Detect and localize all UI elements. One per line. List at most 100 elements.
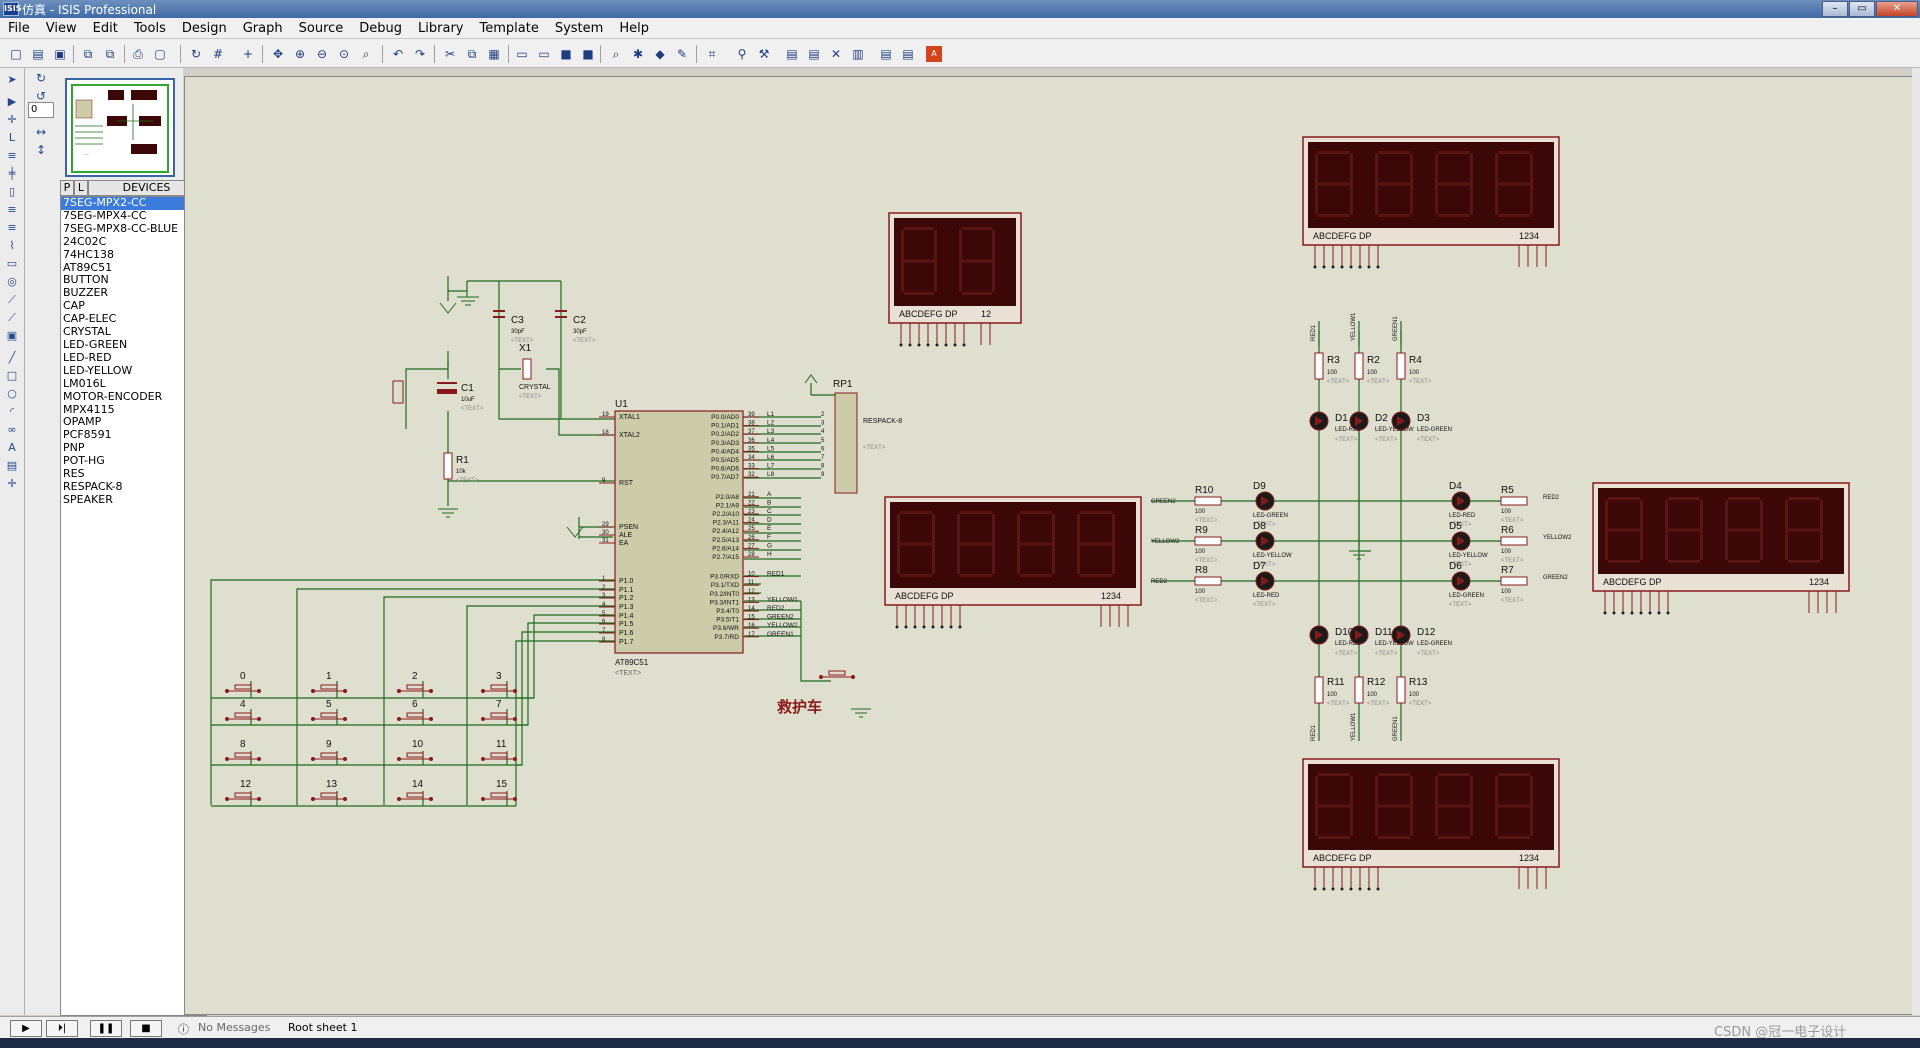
component-mode-icon[interactable]: ▶ (7, 95, 17, 108)
voltage-probe-icon[interactable]: ⟋ (8, 293, 16, 306)
device-item[interactable]: LED-RED (63, 350, 112, 364)
save-icon[interactable]: ▣ (54, 47, 66, 61)
menu-design[interactable]: Design (181, 20, 227, 36)
text-script-icon[interactable]: ≡ (7, 149, 17, 162)
print-icon[interactable]: ⎙ (133, 47, 143, 61)
export-icon[interactable]: ⧉ (105, 47, 115, 61)
maximize-button[interactable]: ▭ (1849, 1, 1875, 17)
ares-icon[interactable]: A (926, 46, 942, 62)
arc-icon[interactable]: ◜ (9, 405, 15, 418)
rotate-clockwise-icon[interactable]: ↻ (35, 71, 47, 85)
device-item[interactable]: RES (63, 467, 85, 481)
library-manager-tab[interactable]: L (74, 180, 88, 196)
pan-icon[interactable]: ✥ (272, 47, 284, 61)
vertical-scrollbar[interactable] (1912, 68, 1920, 1015)
decompose-icon[interactable]: ✎ (676, 47, 688, 61)
menu-edit[interactable]: Edit (92, 20, 118, 36)
device-item-7seg-mpx2-cc[interactable]: 7SEG-MPX2-CC (61, 196, 206, 210)
menu-system[interactable]: System (554, 20, 604, 36)
grid-icon[interactable]: # (212, 47, 224, 61)
device-item[interactable]: AT89C51 (63, 260, 113, 274)
package-tool-icon[interactable]: ◆ (655, 47, 665, 61)
device-item[interactable]: CAP (63, 299, 85, 313)
remove-sheet-icon[interactable]: ✕ (830, 47, 842, 61)
device-item[interactable]: 7SEG-MPX8-CC-BLUE (63, 221, 179, 235)
netlist-icon[interactable]: ▤ (880, 47, 892, 61)
rotation-angle-input[interactable]: 0 (28, 102, 54, 118)
origin-icon[interactable]: + (242, 47, 254, 61)
subcircuit-icon[interactable]: ▯ (8, 185, 16, 198)
block-copy-icon[interactable]: ▭ (516, 47, 528, 61)
tape-recorder-icon[interactable]: ▭ (6, 257, 18, 270)
device-item[interactable]: RESPACK-8 (63, 479, 123, 493)
device-pins-icon[interactable]: ≡ (7, 221, 17, 234)
device-item[interactable]: LM016L (63, 376, 106, 390)
text-icon[interactable]: A (8, 441, 16, 454)
message-count[interactable]: No Messages (198, 1021, 271, 1034)
step-button[interactable]: ⏵| (46, 1020, 78, 1037)
pick-devices-tab[interactable]: P (60, 180, 74, 196)
zoom-all-icon[interactable]: ⊙ (338, 47, 350, 61)
virtual-instruments-icon[interactable]: ▣ (6, 329, 18, 342)
current-probe-icon[interactable]: ⟋ (8, 311, 16, 324)
device-item[interactable]: SPEAKER (63, 492, 113, 506)
device-list[interactable]: 7SEG-MPX2-CC 7SEG-MPX4-CC 7SEG-MPX8-CC-B… (60, 196, 207, 1016)
wire-autorouter-icon[interactable]: ⌗ (708, 47, 716, 61)
device-item[interactable]: BUZZER (63, 286, 109, 300)
menu-graph[interactable]: Graph (242, 20, 283, 36)
menu-tools[interactable]: Tools (133, 20, 166, 36)
open-file-icon[interactable]: ▤ (32, 47, 44, 61)
wire-label-icon[interactable]: L (8, 131, 16, 144)
close-button[interactable]: ✕ (1876, 1, 1918, 17)
import-icon[interactable]: ⧉ (83, 47, 93, 61)
device-item[interactable]: OPAMP (63, 415, 102, 429)
device-item[interactable]: LED-GREEN (63, 337, 128, 351)
new-sheet-icon[interactable]: ▤ (786, 47, 798, 61)
cut-icon[interactable]: ✂ (444, 47, 456, 61)
stop-button[interactable]: ■ (130, 1020, 162, 1037)
junction-dot-icon[interactable]: ✛ (7, 113, 17, 126)
device-item[interactable]: PCF8591 (63, 428, 112, 442)
add-sheet-icon[interactable]: ▤ (808, 47, 820, 61)
menu-file[interactable]: File (8, 20, 30, 36)
device-item[interactable]: 74HC138 (63, 247, 114, 261)
new-file-icon[interactable]: □ (10, 47, 22, 61)
overview-window[interactable]: ··· (65, 78, 175, 177)
box-icon[interactable]: □ (6, 369, 18, 382)
block-move-icon[interactable]: ▭ (538, 47, 550, 61)
rotate-anticlockwise-icon[interactable]: ↺ (35, 89, 47, 103)
minimize-button[interactable]: – (1822, 1, 1848, 17)
mirror-x-icon[interactable]: ↔ (35, 125, 47, 139)
area-icon[interactable]: ▢ (154, 47, 166, 61)
mirror-y-icon[interactable]: ↕ (35, 143, 47, 157)
paste-icon[interactable]: ▦ (488, 47, 500, 61)
graph-icon[interactable]: ⌇ (9, 239, 15, 252)
device-item[interactable]: LED-YELLOW (63, 363, 133, 377)
device-item[interactable]: CRYSTAL (63, 325, 111, 339)
search-tag-icon[interactable]: ⚲ (737, 47, 747, 61)
block-rotate-icon[interactable]: ■ (560, 47, 572, 61)
play-button[interactable]: ▶ (10, 1020, 42, 1037)
bill-of-materials-icon[interactable]: ▥ (852, 47, 864, 61)
selection-mode-icon[interactable]: ➤ (7, 73, 17, 86)
generator-icon[interactable]: ◎ (7, 275, 17, 288)
menu-view[interactable]: View (45, 20, 77, 36)
menu-library[interactable]: Library (418, 20, 464, 36)
line-icon[interactable]: ╱ (8, 351, 16, 364)
zoom-area-icon[interactable]: ⌕ (362, 47, 370, 61)
device-item[interactable]: 24C02C (63, 234, 107, 248)
device-item[interactable]: PNP (63, 441, 85, 455)
redraw-icon[interactable]: ↻ (190, 47, 202, 61)
device-item[interactable]: 7SEG-MPX4-CC (63, 208, 147, 222)
device-item[interactable]: BUTTON (63, 273, 109, 287)
zoom-out-icon[interactable]: ⊖ (316, 47, 328, 61)
device-item[interactable]: MOTOR-ENCODER (63, 389, 163, 403)
device-item[interactable]: MPX4115 (63, 402, 115, 416)
device-item[interactable]: CAP-ELEC (63, 312, 117, 326)
menu-template[interactable]: Template (479, 20, 539, 36)
menu-debug[interactable]: Debug (359, 20, 403, 36)
property-tool-icon[interactable]: ⚒ (758, 47, 770, 61)
menu-help[interactable]: Help (619, 20, 649, 36)
